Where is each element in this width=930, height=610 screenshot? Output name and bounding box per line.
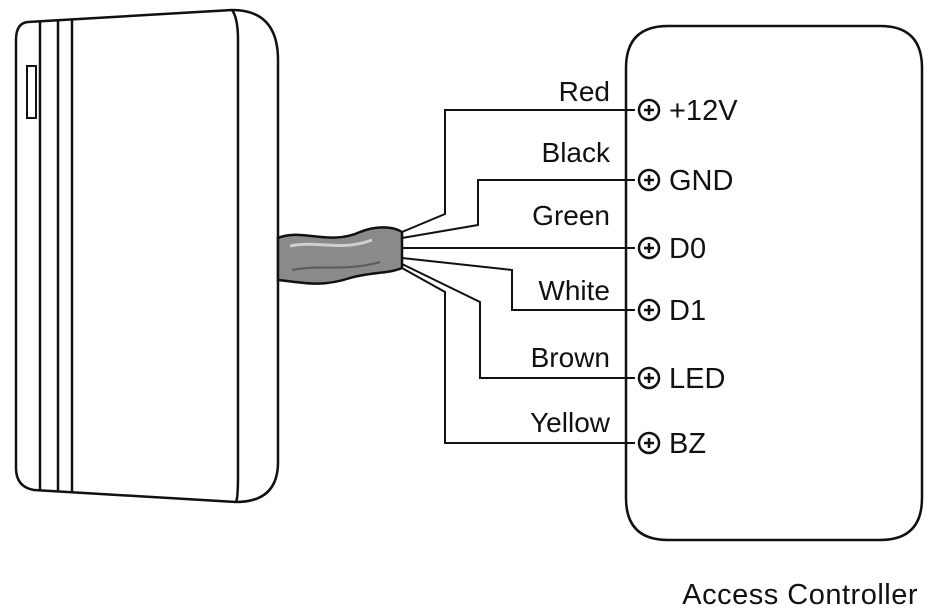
wire-red (401, 109, 635, 233)
wire-label-red: Red (559, 76, 610, 107)
terminal-label-gnd: GND (669, 165, 733, 197)
cable-bundle (276, 226, 404, 285)
wire-yellow (401, 267, 635, 444)
terminal-label-12v: +12V (669, 95, 738, 127)
wire-label-brown: Brown (531, 342, 610, 373)
access-controller-title: Access Controller (682, 579, 918, 610)
wires (401, 109, 635, 444)
wire-brown (401, 263, 635, 379)
wire-label-white: White (538, 275, 610, 306)
wire-label-yellow: Yellow (530, 407, 611, 438)
screw-terminal-icon (637, 98, 661, 455)
access-controller-box (624, 24, 924, 542)
wire-white (401, 257, 635, 311)
card-reader-icon (14, 8, 280, 504)
wire-label-black: Black (542, 137, 611, 168)
terminal-label-d0: D0 (669, 233, 706, 265)
terminal-label-d1: D1 (669, 295, 706, 327)
terminal-label-bz: BZ (669, 428, 706, 460)
terminal-label-led: LED (669, 363, 725, 395)
wire-black (401, 179, 635, 239)
wire-label-green: Green (532, 200, 610, 231)
